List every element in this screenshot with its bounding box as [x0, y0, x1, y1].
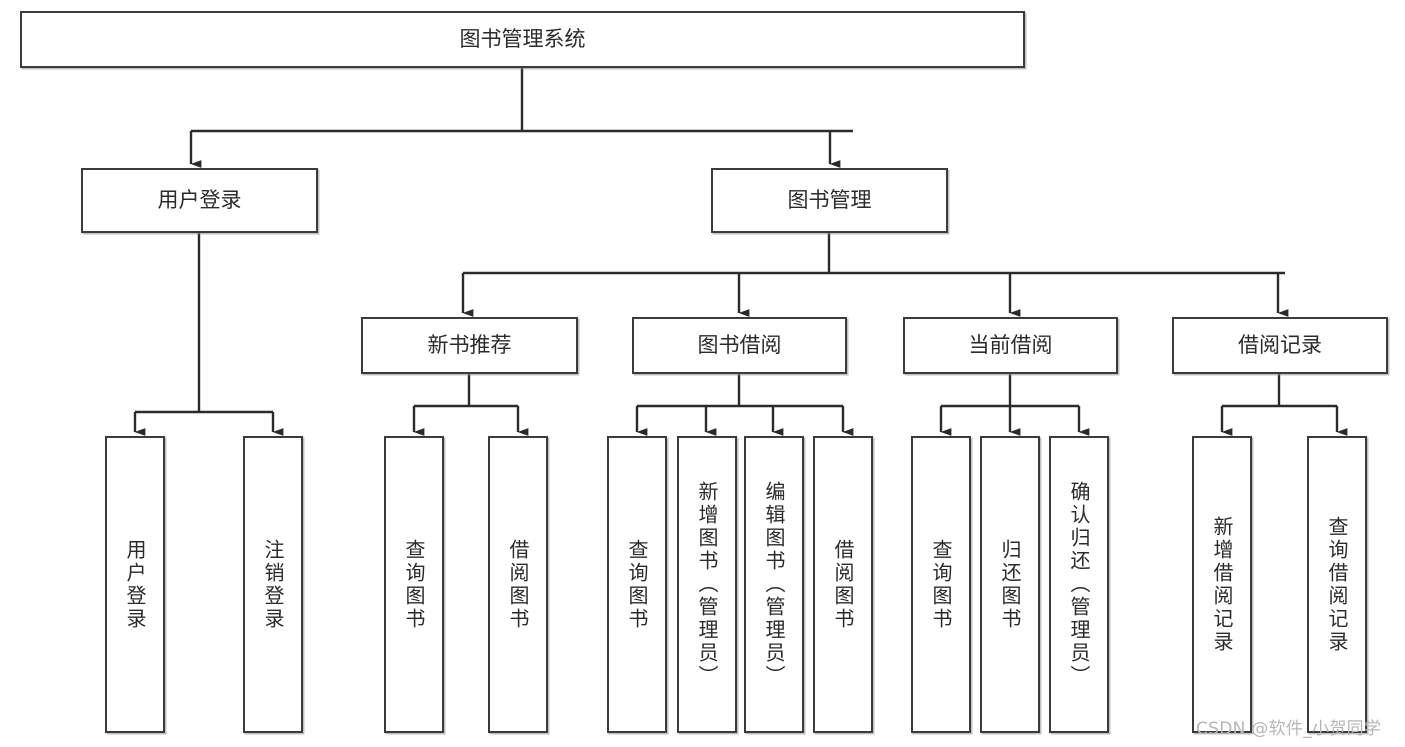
- node-user-login-label: 用户登录: [157, 188, 242, 213]
- node-current-borrow-label: 当前借阅: [968, 333, 1053, 358]
- leaf-add-book-label: 新增图书（管理员）: [695, 481, 719, 688]
- leaf-user-login-label: 用户登录: [123, 538, 147, 631]
- leaf-edit-book-label: 编辑图书（管理员）: [762, 481, 786, 688]
- leaf-borrow-book-2[interactable]: 借阅图书: [813, 436, 873, 733]
- node-borrow-record[interactable]: 借阅记录: [1172, 317, 1388, 374]
- leaf-edit-book[interactable]: 编辑图书（管理员）: [744, 436, 804, 733]
- node-root-label: 图书管理系统: [459, 27, 586, 52]
- leaf-confirm-return-label: 确认归还（管理员）: [1067, 481, 1091, 688]
- node-new-book-recommend[interactable]: 新书推荐: [361, 317, 578, 374]
- node-user-login[interactable]: 用户登录: [81, 168, 318, 233]
- node-new-book-recommend-label: 新书推荐: [427, 333, 512, 358]
- node-book-manage-label: 图书管理: [787, 188, 872, 213]
- leaf-add-book[interactable]: 新增图书（管理员）: [677, 436, 737, 733]
- node-book-manage[interactable]: 图书管理: [711, 168, 948, 233]
- leaf-return-book[interactable]: 归还图书: [980, 436, 1040, 733]
- leaf-query-book-3-label: 查询图书: [929, 538, 953, 631]
- leaf-query-record-label: 查询借阅记录: [1325, 515, 1349, 654]
- leaf-borrow-book-1-label: 借阅图书: [506, 538, 530, 631]
- leaf-query-book-2-label: 查询图书: [625, 538, 649, 631]
- leaf-user-login[interactable]: 用户登录: [105, 436, 165, 733]
- leaf-query-book-2[interactable]: 查询图书: [607, 436, 667, 733]
- leaf-borrow-book-2-label: 借阅图书: [831, 538, 855, 631]
- leaf-add-record[interactable]: 新增借阅记录: [1192, 436, 1252, 733]
- node-root[interactable]: 图书管理系统: [20, 11, 1025, 68]
- leaf-query-book-3[interactable]: 查询图书: [911, 436, 971, 733]
- csdn-watermark: CSDN @软件_小贺同学: [1196, 719, 1382, 739]
- leaf-query-book-1[interactable]: 查询图书: [384, 436, 444, 733]
- leaf-add-record-label: 新增借阅记录: [1210, 515, 1234, 654]
- leaf-confirm-return[interactable]: 确认归还（管理员）: [1049, 436, 1109, 733]
- leaf-borrow-book-1[interactable]: 借阅图书: [488, 436, 548, 733]
- node-borrow-record-label: 借阅记录: [1238, 333, 1322, 358]
- leaf-return-book-label: 归还图书: [998, 538, 1022, 631]
- leaf-query-book-1-label: 查询图书: [402, 538, 426, 631]
- leaf-logout-login[interactable]: 注销登录: [243, 436, 303, 733]
- node-book-borrow[interactable]: 图书借阅: [632, 317, 847, 374]
- node-book-borrow-label: 图书借阅: [697, 333, 782, 358]
- node-current-borrow[interactable]: 当前借阅: [903, 317, 1118, 374]
- leaf-logout-login-label: 注销登录: [261, 538, 285, 631]
- leaf-query-record[interactable]: 查询借阅记录: [1307, 436, 1367, 733]
